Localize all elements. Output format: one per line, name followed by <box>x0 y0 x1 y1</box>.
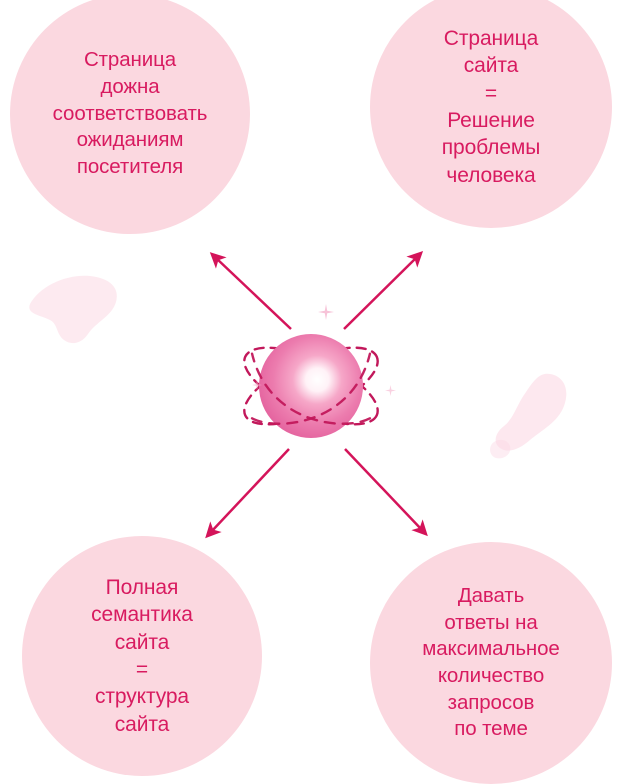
orbit-front-a <box>250 352 372 425</box>
bubble-text: Страница дожна соответствовать ожиданиям… <box>52 48 208 178</box>
atom-sphere-icon[interactable] <box>225 300 397 472</box>
bubble-page-equals-solution[interactable]: Страница сайта = Решение проблемы челове… <box>370 0 612 228</box>
bubble-text: Страница сайта = Решение проблемы челове… <box>441 27 541 187</box>
arrow-to-top-left <box>209 252 292 330</box>
bubble-text: Полная семантика сайта = структура сайта <box>91 576 193 736</box>
arrow-to-bottom-left <box>205 448 290 539</box>
orbit-front-b <box>250 352 372 425</box>
bubble-text: Давать ответы на максимальное количество… <box>422 584 560 741</box>
arrow-to-bottom-right <box>344 448 428 537</box>
bubble-page-matches-expectations[interactable]: Страница дожна соответствовать ожиданиям… <box>10 0 250 234</box>
bubble-semantics-equals-structure[interactable]: Полная семантика сайта = структура сайта <box>22 536 262 776</box>
arrow-to-top-right <box>343 251 424 330</box>
sphere-body <box>259 334 363 438</box>
bubble-answer-max-queries[interactable]: Давать ответы на максимальное количество… <box>370 542 612 784</box>
